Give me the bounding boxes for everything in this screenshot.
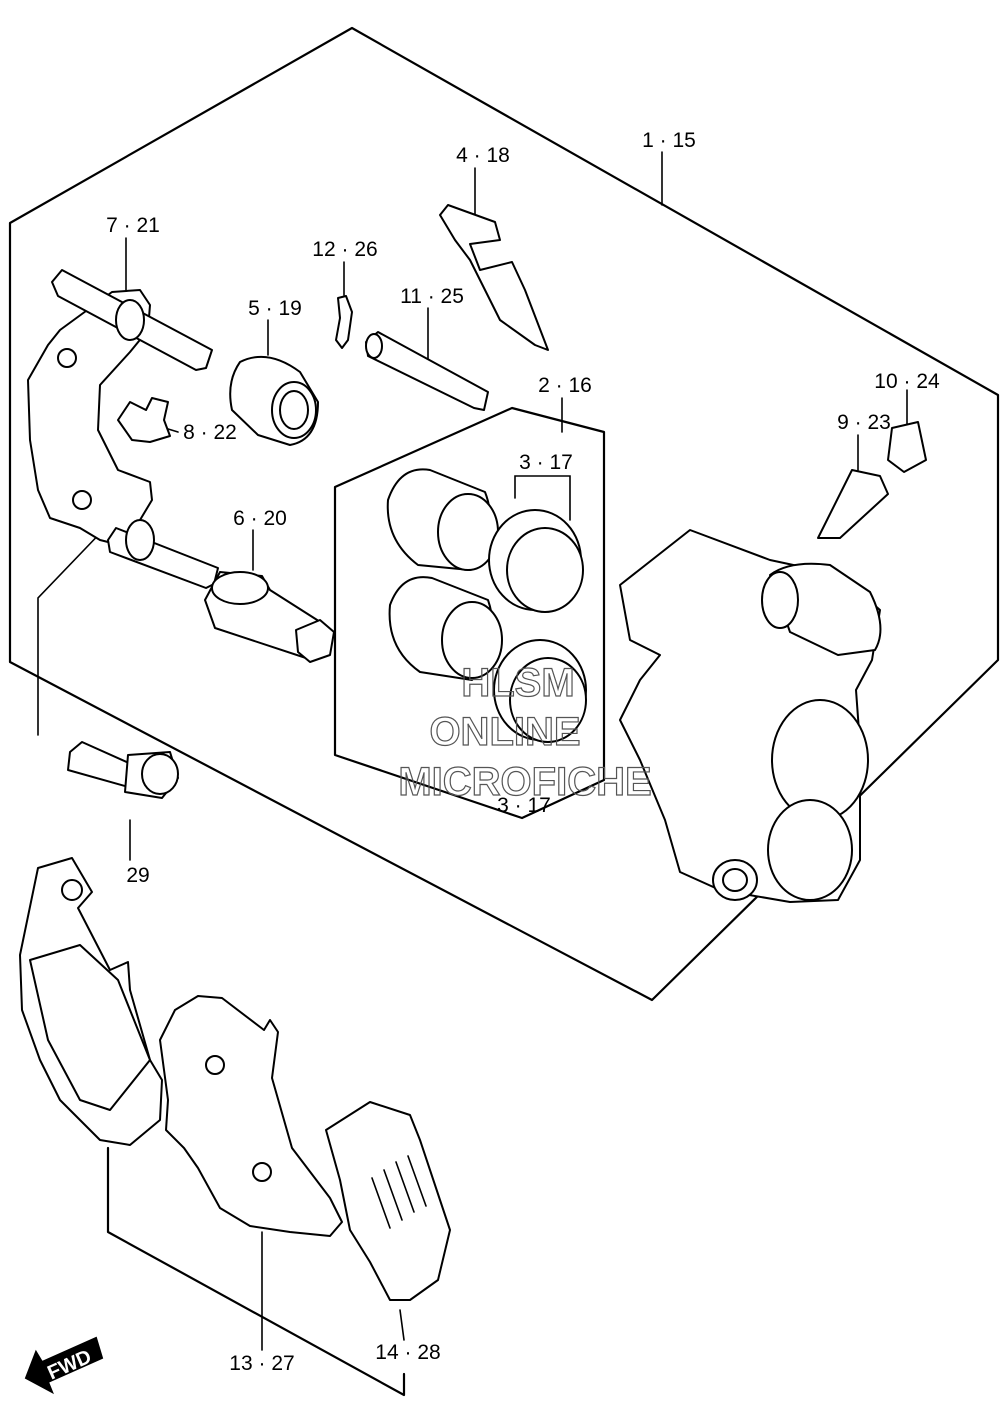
watermark-line-1: HLSM — [461, 661, 574, 705]
label-29: 29 — [126, 864, 149, 887]
forward-arrow-icon — [24, 1336, 104, 1395]
label-2-16: 2 · 16 — [538, 374, 592, 397]
rubber-boot — [229, 355, 319, 446]
label-3-17-bottom: 3 · 17 — [497, 794, 551, 817]
pad-spring-clip — [117, 397, 171, 443]
brake-pad — [19, 857, 163, 1146]
leader-lines — [37, 151, 908, 1351]
caliper-body — [619, 529, 882, 903]
caliper-assembly-outline — [8, 26, 1000, 1002]
label-4-18: 4 · 18 — [456, 144, 510, 167]
mounting-bolt — [67, 741, 179, 799]
watermark-line-2: ONLINE — [429, 710, 580, 754]
bleeder-valve — [817, 421, 927, 539]
label-14-28: 14 · 28 — [375, 1341, 440, 1364]
label-13-27: 13 · 27 — [229, 1352, 294, 1375]
watermark-line-3: MICROFICHE — [398, 760, 651, 804]
slide-pin — [204, 571, 335, 663]
caliper-bracket — [27, 269, 219, 589]
pad-backing-plate — [325, 1101, 451, 1301]
label-11-25: 11 · 25 — [400, 285, 464, 308]
label-7-21: 7 · 21 — [106, 214, 160, 237]
label-5-19: 5 · 19 — [248, 297, 302, 320]
label-10-24: 10 · 24 — [874, 370, 940, 393]
cotter-pin — [335, 295, 353, 349]
label-3-17-top: 3 · 17 — [519, 451, 573, 474]
forward-direction-badge: FWD — [24, 1336, 104, 1395]
pad-shim — [159, 995, 343, 1237]
label-6-20: 6 · 20 — [233, 507, 287, 530]
watermark: HLSM ONLINE MICROFICHE — [398, 660, 653, 804]
pad-pin — [365, 331, 489, 411]
part-labels: 1 · 15 2 · 16 3 · 17 3 · 17 4 · 18 5 · 1… — [106, 129, 940, 1375]
label-8-22: 8 · 22 — [183, 421, 237, 444]
label-1-15: 1 · 15 — [642, 129, 696, 152]
pad-spring — [439, 204, 549, 351]
label-9-23: 9 · 23 — [837, 411, 891, 434]
piston-kit-outline — [333, 406, 606, 820]
pistons-and-seals — [386, 468, 587, 743]
label-12-26: 12 · 26 — [312, 238, 377, 261]
pad-kit-bracket — [106, 1146, 406, 1397]
